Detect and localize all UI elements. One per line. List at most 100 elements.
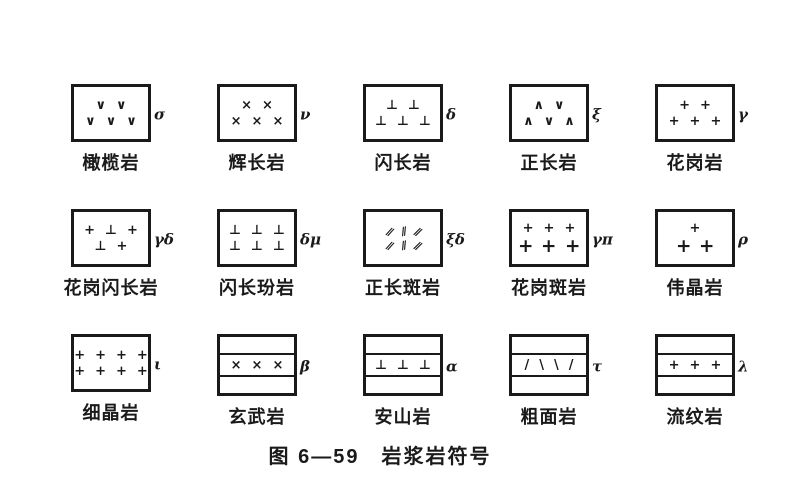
- pattern-glyph: +: [95, 363, 106, 379]
- pattern-row: ⊥ ⊥ ⊥: [220, 224, 294, 237]
- pattern-glyph: ⊥: [229, 222, 242, 238]
- pattern-row: ××: [220, 99, 294, 112]
- pattern-glyph: ⊥: [272, 222, 285, 238]
- rock-box-wrap: ⊥⊥⊥⊥⊥⊥δμ: [217, 209, 321, 267]
- pattern-glyph: ∨: [116, 97, 127, 113]
- pattern-glyph: +: [668, 113, 680, 129]
- rock-box-wrap: ∨∨∨∨∨σ: [71, 84, 165, 142]
- rock-symbol-letter: τ: [592, 357, 603, 376]
- pattern-glyph: +: [95, 347, 106, 363]
- rock-symbol-letter: δμ: [300, 230, 321, 249]
- rock-symbol-box: ////////////: [363, 209, 443, 267]
- rock-label: 流纹岩: [666, 407, 724, 427]
- pattern-row: ⊥⊥⊥: [366, 115, 440, 128]
- figure-caption: 图 6—59 岩浆岩符号: [268, 446, 492, 468]
- pattern-row: //////: [366, 224, 440, 238]
- pattern-glyph: +: [564, 221, 576, 236]
- band-middle: ⊥⊥⊥: [366, 353, 440, 377]
- pattern-row: ⊥⊥: [366, 99, 440, 112]
- rock-box-wrap: ++++++γπ: [509, 209, 613, 267]
- pattern-glyph: //: [412, 238, 422, 252]
- pattern-glyph: +: [126, 222, 138, 238]
- pattern-glyph: ∨: [554, 97, 565, 113]
- rock-box-wrap: +++++γ: [655, 84, 748, 142]
- pattern-glyph: +: [679, 97, 690, 113]
- pattern-glyph: +: [136, 347, 148, 363]
- pattern-glyph: +: [710, 113, 722, 129]
- pattern-glyph: ×: [251, 357, 263, 373]
- rock-label: 辉长岩: [228, 153, 286, 173]
- pattern-row: ⊥+: [74, 240, 148, 253]
- pattern-glyph: ⊥: [397, 357, 409, 373]
- pattern-glyph: /: [524, 357, 530, 373]
- rock-symbol-box: ++++++++: [71, 334, 151, 392]
- rock-symbol-box: ⊥⊥⊥⊥⊥: [363, 84, 443, 142]
- rock-symbol-letter: γδ: [154, 230, 174, 249]
- pattern-glyph: +: [522, 221, 534, 236]
- pattern-glyph: ⊥: [418, 113, 431, 129]
- rock-label: 安山岩: [374, 407, 432, 427]
- pattern-glyph: ×: [251, 113, 263, 129]
- rock-symbol-letter: γ: [738, 105, 748, 124]
- pattern-glyph: ⊥: [251, 222, 263, 238]
- rock-label: 橄榄岩: [82, 153, 140, 173]
- rock-symbol-letter: γπ: [592, 230, 613, 249]
- rock-symbol-box: ⊥⊥⊥: [363, 334, 443, 396]
- band-middle: /\\/: [512, 353, 586, 377]
- pattern-glyph: +: [84, 222, 96, 238]
- pattern-row: ++++: [74, 365, 148, 378]
- band-bottom: [512, 377, 586, 393]
- pattern-glyph: //: [384, 238, 394, 252]
- pattern-glyph: +: [543, 221, 555, 236]
- pattern-glyph: ⊥: [251, 238, 263, 254]
- rock-symbol-box: ∨∨∨∨∨: [71, 84, 151, 142]
- rock-symbol-box: ∧∨∧∨∧: [509, 84, 589, 142]
- pattern-glyph: +: [74, 347, 86, 363]
- rock-label: 花岗斑岩: [511, 278, 587, 298]
- pattern-row: ∧∨∧: [512, 115, 586, 128]
- rock-symbol-letter: σ: [154, 105, 166, 124]
- pattern-glyph: +: [541, 234, 557, 257]
- pattern-row: ∨∨∨: [74, 115, 148, 128]
- pattern-glyph: /: [568, 357, 574, 373]
- pattern-glyph: +: [116, 347, 127, 363]
- pattern-glyph: +: [74, 363, 86, 379]
- rock-symbol-box: +++++: [655, 84, 735, 142]
- rock-symbol-box: +++: [655, 334, 735, 396]
- band-bottom: [220, 377, 294, 393]
- rock-label: 伟晶岩: [666, 278, 724, 298]
- rock-symbol-letter: δ: [446, 105, 457, 124]
- pattern-row: +++: [669, 359, 722, 372]
- rock-symbol-box: +++: [655, 209, 735, 267]
- pattern-glyph: ∨: [85, 113, 96, 129]
- pattern-glyph: ⊥: [397, 113, 409, 129]
- pattern-glyph: ⊥: [418, 357, 431, 373]
- rock-symbol-box: ×××××: [217, 84, 297, 142]
- pattern-glyph: ⊥: [386, 97, 398, 113]
- rock-symbol-box: +⊥+⊥+: [71, 209, 151, 267]
- pattern-glyph: ×: [262, 97, 273, 113]
- pattern-glyph: +: [668, 357, 680, 373]
- rock-box-wrap: ×××××ν: [217, 84, 310, 142]
- pattern-glyph: ⊥: [408, 97, 420, 113]
- pattern-glyph: ×: [230, 113, 242, 129]
- pattern-glyph: +: [700, 97, 711, 113]
- pattern-glyph: ∧: [564, 113, 575, 129]
- pattern-glyph: \: [539, 357, 544, 373]
- pattern-glyph: ⊥: [272, 238, 285, 254]
- pattern-glyph: //: [412, 224, 422, 238]
- band-top: [512, 337, 586, 353]
- pattern-glyph: +: [116, 363, 127, 379]
- rock-label: 玄武岩: [228, 407, 286, 427]
